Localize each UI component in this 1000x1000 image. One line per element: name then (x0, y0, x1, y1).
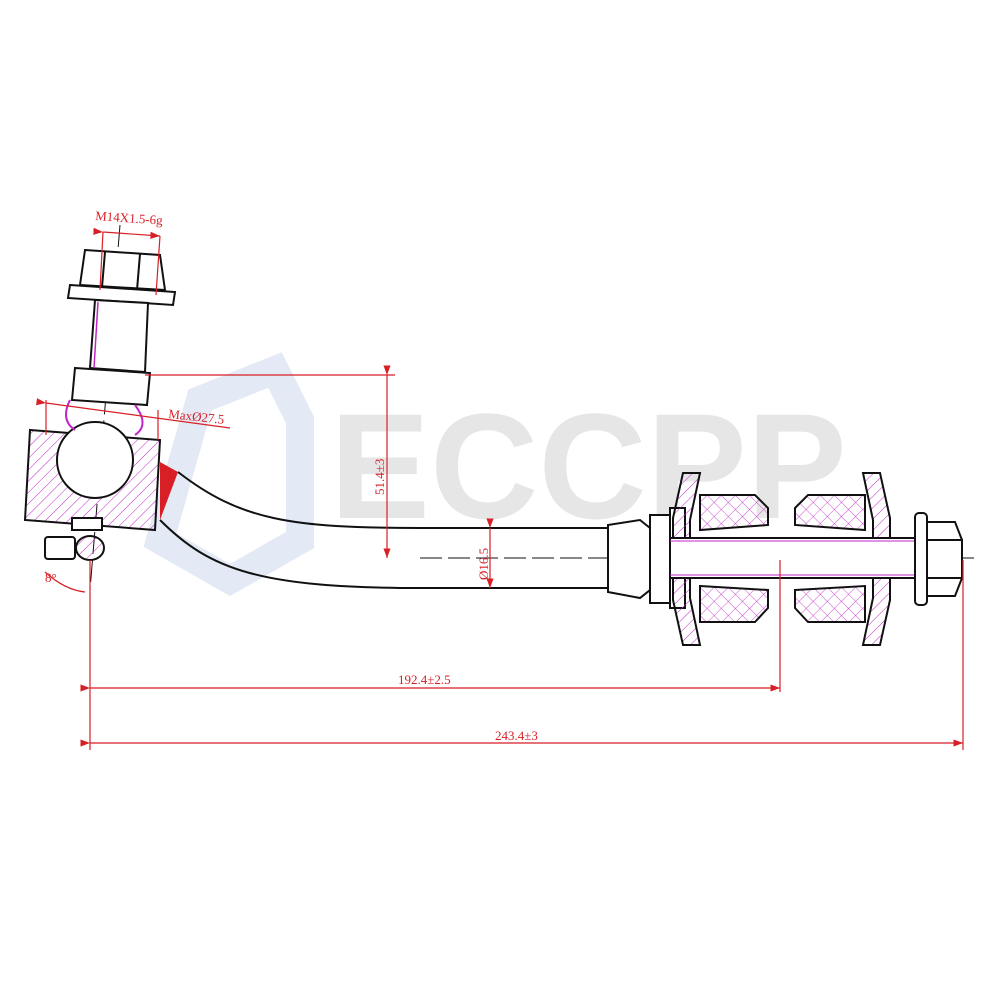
center-length-label: 192.4±2.5 (398, 672, 451, 687)
dimension-lines (36, 227, 964, 750)
watermark-brand: ECCPP (330, 382, 847, 550)
bolt-shaft (669, 537, 916, 579)
grease-fitting (44, 517, 105, 561)
flange-nut-end (914, 512, 963, 606)
rod-diameter-label: Ø16.5 (476, 548, 491, 580)
overall-length-label: 243.4±3 (495, 728, 538, 743)
curved-rod (159, 462, 610, 589)
rubber-bushing-right (794, 494, 866, 623)
thread-spec-label: M14X1.5-6g (95, 208, 164, 228)
watermark-logo-icon (143, 352, 314, 597)
angle-label: 8° (45, 570, 57, 585)
threaded-stud (70, 298, 152, 407)
rubber-bushing-left (699, 494, 769, 623)
offset-height-label: 51.4±3 (372, 459, 387, 495)
ball-joint-housing (23, 399, 162, 532)
max-diameter-label: MaxØ27.5 (168, 406, 225, 427)
